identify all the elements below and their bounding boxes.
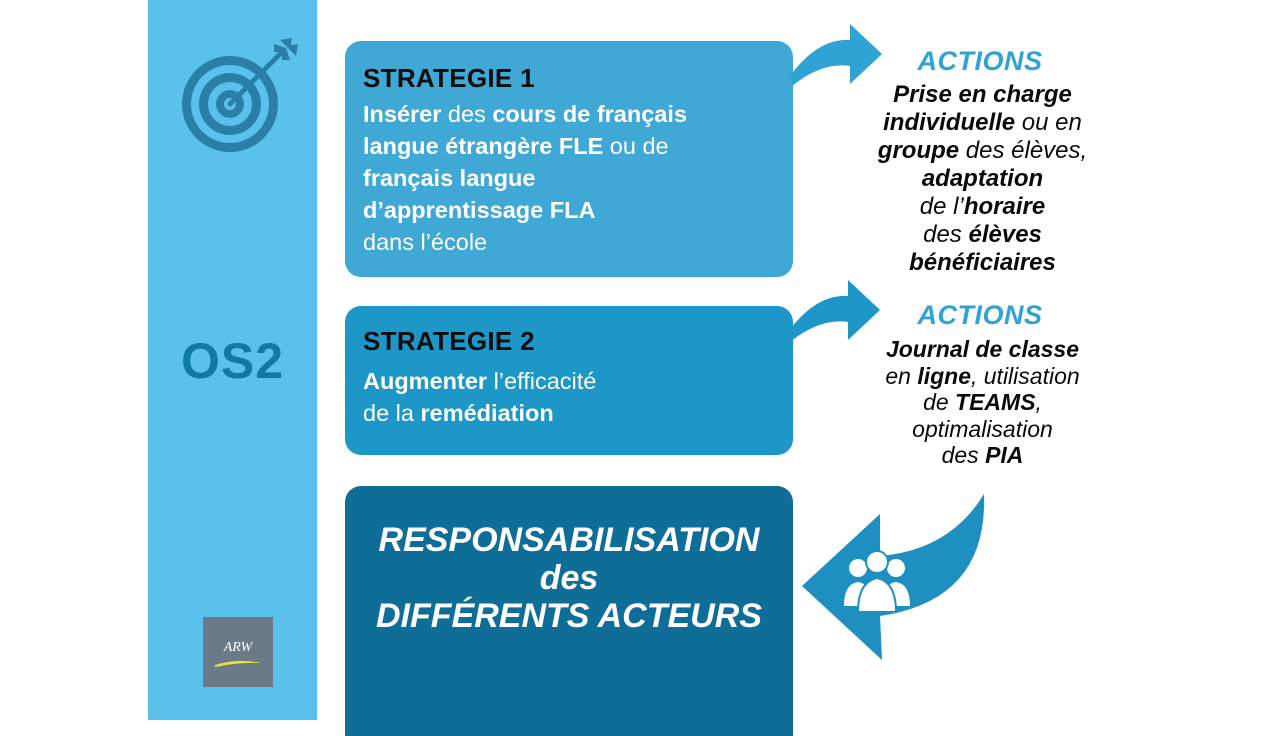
curved-return-arrow-icon: [802, 494, 985, 660]
strategy-1-box: STRATEGIE 1 Insérer des cours de françai…: [345, 41, 793, 277]
responsibility-box: RESPONSABILISATION des DIFFÉRENTS ACTEUR…: [345, 486, 793, 736]
logo-swoosh-icon: [215, 660, 261, 667]
strategy-2-description: Augmenter l’efficacité de la remédiation: [363, 368, 597, 426]
curved-arrow-icon: [788, 280, 880, 342]
logo-text: ARW: [223, 640, 253, 655]
responsibility-text: RESPONSABILISATION des DIFFÉRENTS ACTEUR…: [376, 521, 762, 635]
arw-logo: ARW: [203, 617, 273, 687]
actions-1-title: ACTIONS: [917, 46, 1043, 76]
curved-arrow-icon: [790, 24, 882, 86]
strategy-1-description: Insérer des cours de français langue étr…: [363, 101, 687, 255]
target-arrow-icon: [182, 38, 298, 152]
actions-2-text: Journal de classe en ligne, utilisation …: [885, 336, 1080, 468]
actions-2-title: ACTIONS: [917, 300, 1043, 330]
strategy-2-title: STRATEGIE 2: [363, 326, 535, 356]
people-group-icon: [844, 550, 910, 613]
strategy-1-title: STRATEGIE 1: [363, 63, 535, 93]
objective-label: OS2: [180, 333, 285, 389]
actions-1-text: Prise en charge individuelle ou en group…: [877, 81, 1088, 276]
strategy-2-box: STRATEGIE 2 Augmenter l’efficacité de la…: [345, 306, 793, 455]
